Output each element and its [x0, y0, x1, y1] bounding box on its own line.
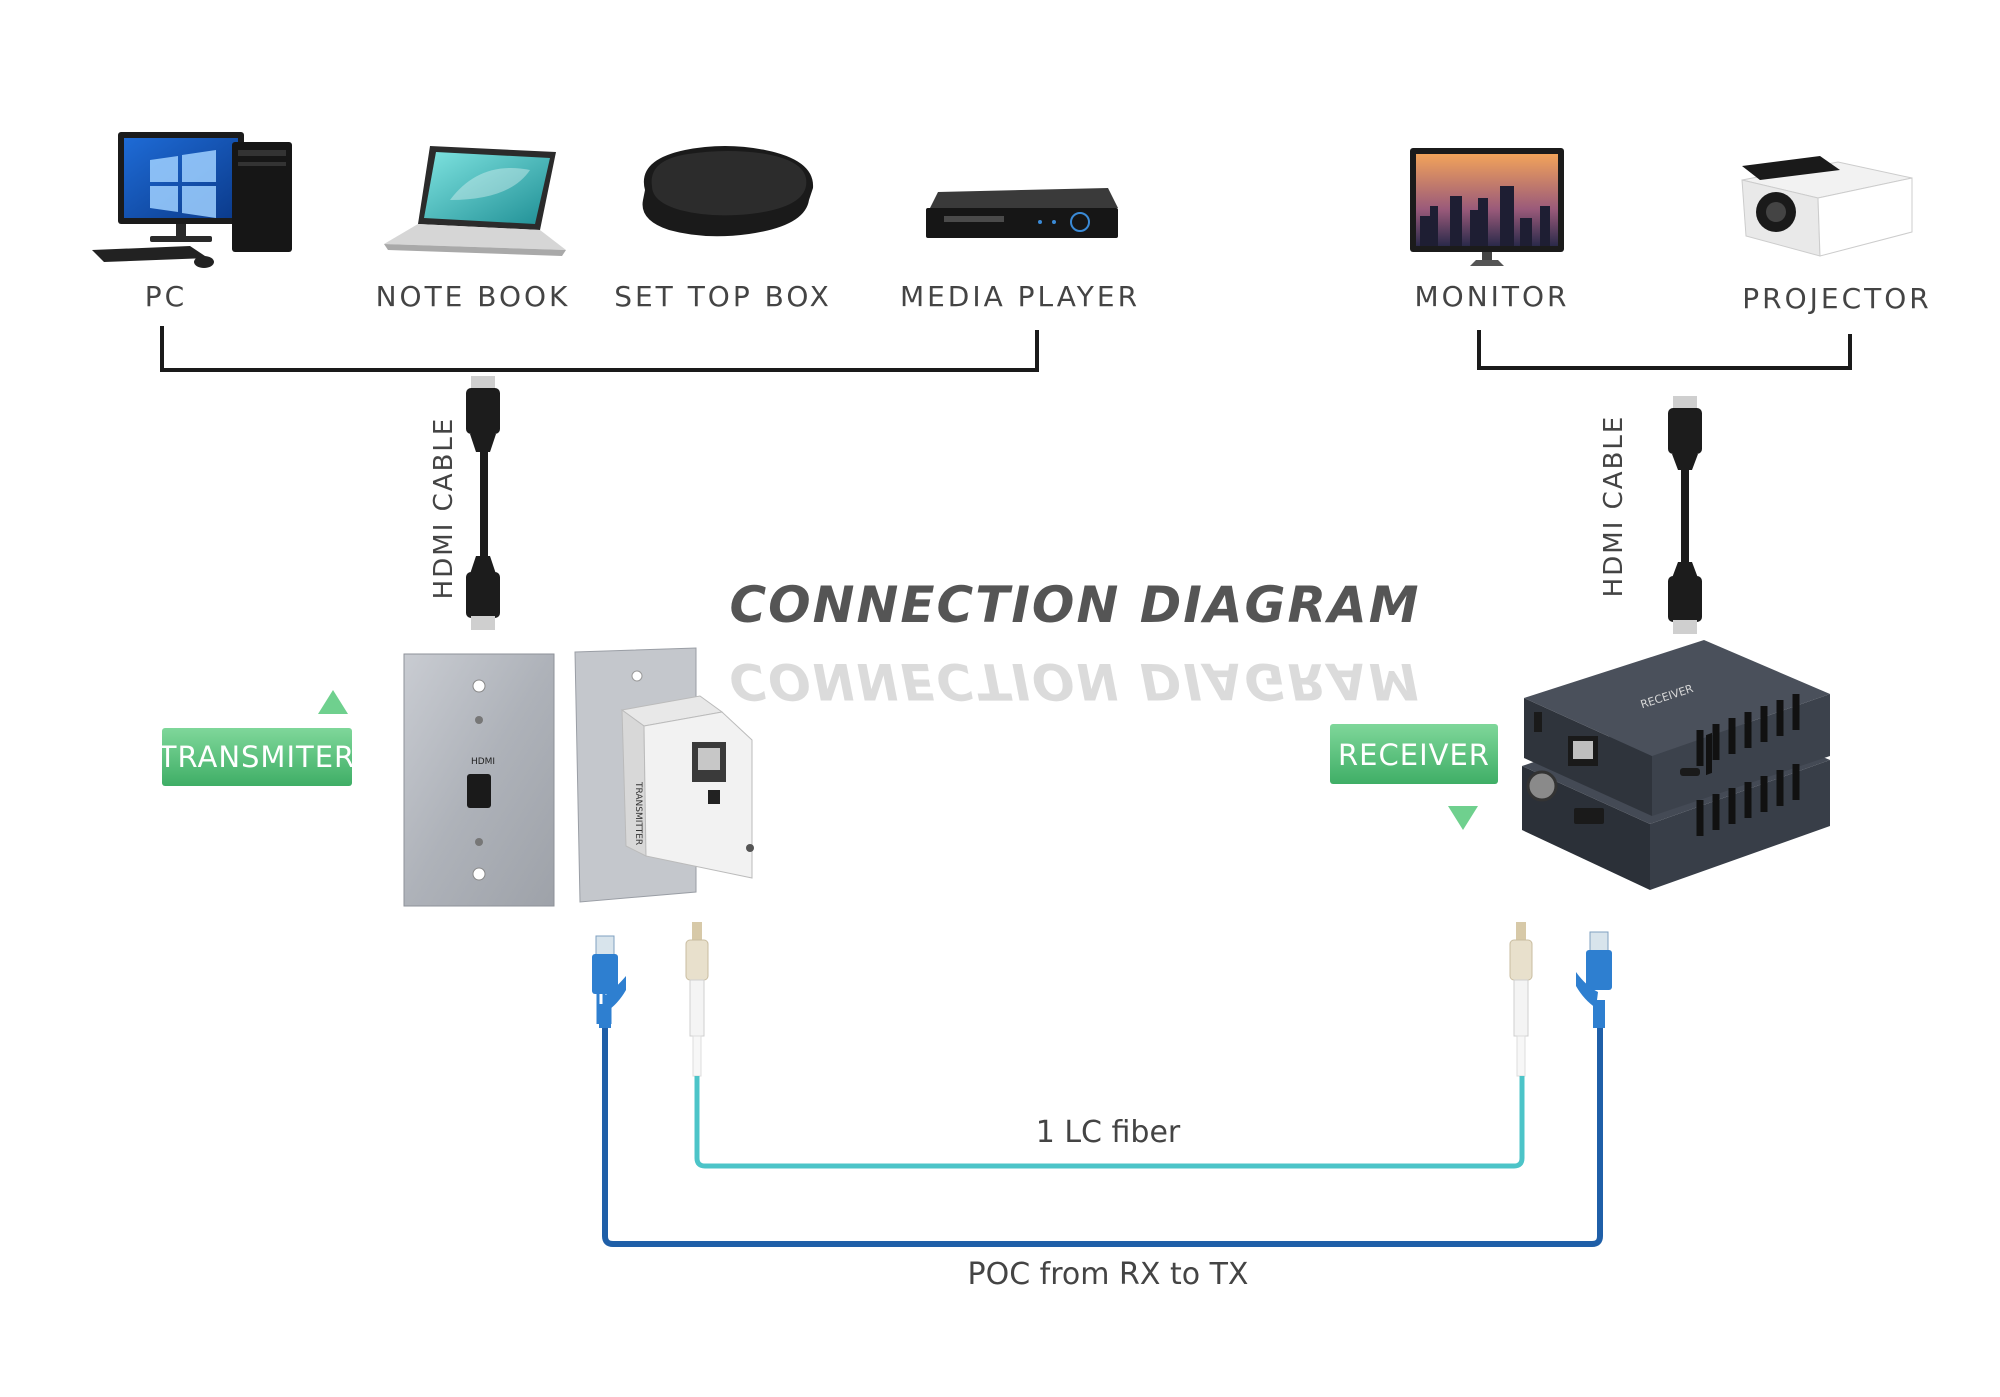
set-top-box-icon	[642, 146, 814, 237]
diagram-title: CONNECTION DIAGRAM	[729, 576, 1420, 634]
projector-icon	[1741, 156, 1913, 257]
source-label-notebook: NOTE BOOK	[376, 280, 571, 313]
receiver-label: RECEIVER	[1338, 738, 1490, 772]
media-player-icon	[926, 188, 1118, 238]
transmitter-label: TRANSMITER	[158, 740, 355, 774]
tx-side-label: TRANSMITTER	[633, 781, 643, 845]
hdmi-cable-left	[466, 376, 500, 630]
source-label-pc: PC	[145, 280, 187, 313]
receiver-down-arrow	[1448, 806, 1478, 830]
poc-label: POC from RX to TX	[967, 1257, 1248, 1292]
source-label-media-player: MEDIA PLAYER	[900, 280, 1140, 313]
display-label-monitor: MONITOR	[1415, 280, 1570, 313]
wall-plate-port-label: HDMI	[471, 757, 495, 767]
monitor-icon	[1410, 148, 1564, 266]
fiber-label: 1 LC fiber	[1036, 1115, 1181, 1150]
pc-icon	[92, 132, 292, 268]
hdmi-cable-right	[1668, 396, 1702, 634]
transmitter-module: TRANSMITTER	[574, 647, 754, 903]
transmitter-wall-plate: HDMI	[403, 653, 555, 907]
lc-fiber-line	[694, 1076, 1525, 1169]
hdmi-cable-right-label: HDMI CABLE	[1599, 415, 1629, 598]
diagram-title-reflection: CONNECTION DIAGRAM	[729, 652, 1420, 710]
transmitter-badge: TRANSMITER	[158, 728, 355, 786]
tx-lc-connector	[685, 922, 709, 1077]
receiver-badge: RECEIVER	[1330, 724, 1498, 784]
rx-lc-connector	[1509, 922, 1533, 1077]
fiber-port-icon	[708, 790, 720, 804]
hdmi-cable-left-label: HDMI CABLE	[429, 417, 459, 600]
rx-rj45-connector	[1576, 931, 1612, 1028]
notebook-icon	[384, 146, 566, 256]
source-bracket	[160, 326, 1039, 372]
receiver-unit: RECEIVER	[1522, 640, 1830, 890]
tx-rj45-connector	[592, 935, 626, 1028]
source-label-set-top-box: SET TOP BOX	[614, 280, 832, 313]
display-label-projector: PROJECTOR	[1742, 282, 1931, 315]
display-bracket	[1477, 330, 1852, 370]
hdmi-port-icon	[467, 774, 491, 808]
poc-line	[602, 1028, 1603, 1247]
svg-text:CONNECTION DIAGRAM: CONNECTION DIAGRAM	[729, 652, 1420, 710]
transmitter-up-arrow	[318, 690, 348, 714]
